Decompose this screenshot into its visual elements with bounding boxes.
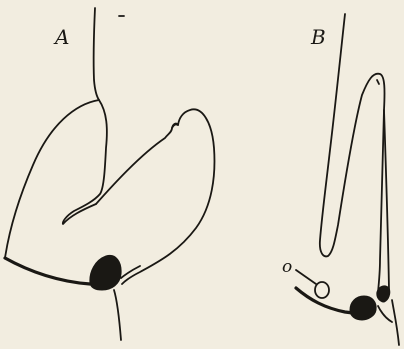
- panel-b-elongated-loop: [320, 14, 385, 292]
- panel-a: A: [5, 8, 214, 340]
- panel-b-marker-label: o: [282, 257, 292, 277]
- panel-b-leader-line: [296, 270, 316, 284]
- panel-a-dark-blob: [90, 255, 121, 290]
- panel-a-root: [114, 290, 121, 340]
- panel-b-base-right-curve: [378, 306, 392, 322]
- panel-b-root: [392, 300, 399, 345]
- panel-a-inner-fold: [63, 100, 107, 224]
- panel-a-blob-right-edge: [121, 266, 140, 278]
- panel-a-left-lobe: [5, 100, 99, 258]
- panel-a-stem: [94, 8, 99, 100]
- panel-b-speck: [377, 80, 379, 84]
- panel-b-small-circle: [315, 282, 329, 298]
- panel-b: B o: [282, 14, 399, 345]
- panel-a-label: A: [53, 25, 69, 49]
- panel-b-label: B: [310, 25, 326, 49]
- panel-b-dark-blob: [350, 296, 376, 320]
- panel-b-right-edge: [384, 110, 389, 290]
- panel-b-side-lump: [377, 286, 390, 302]
